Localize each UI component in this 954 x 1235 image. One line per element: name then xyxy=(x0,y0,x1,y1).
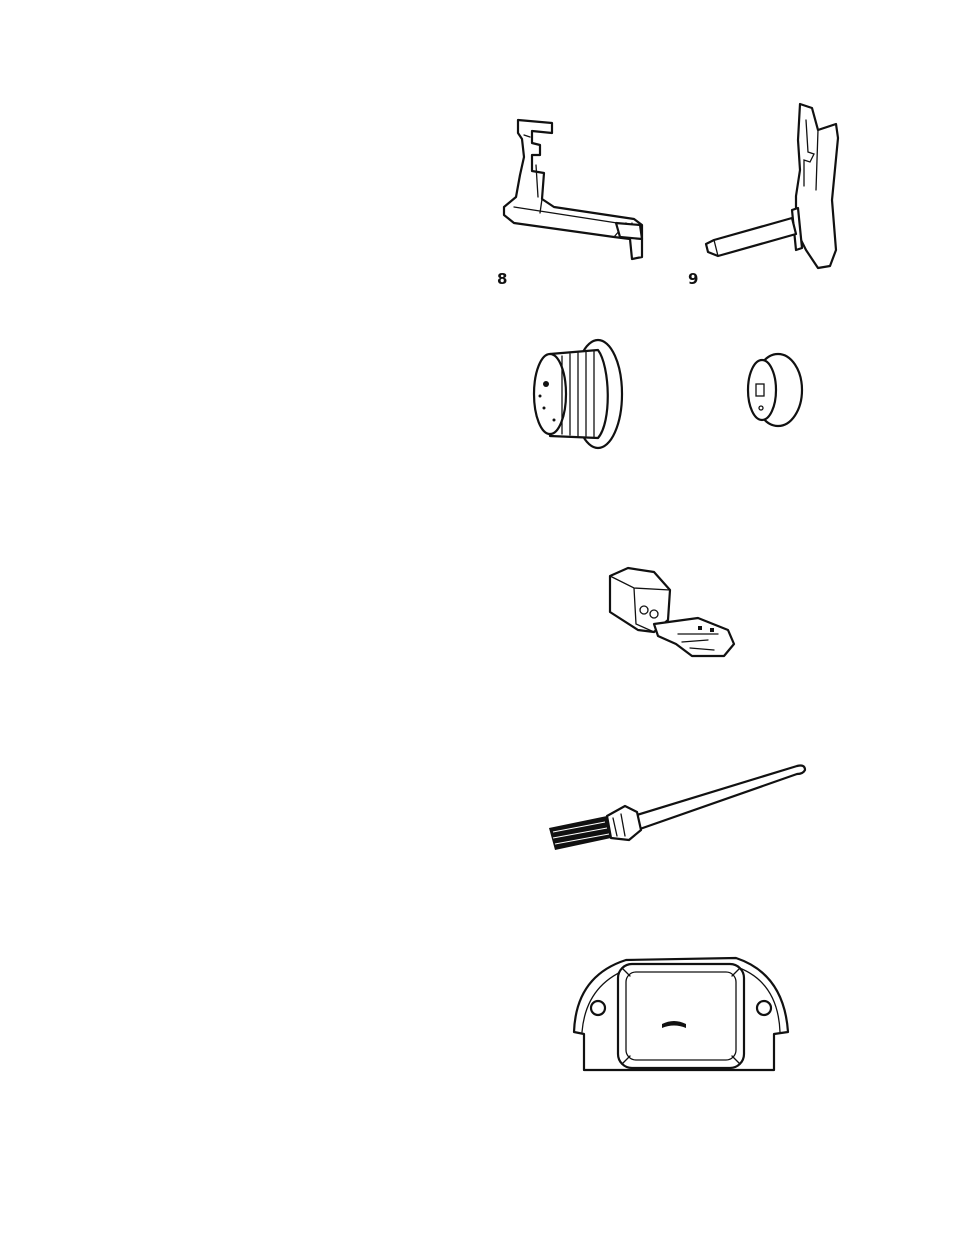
large-spool-cap-illustration xyxy=(528,336,628,452)
figure-9-number: 9 xyxy=(688,272,698,287)
spool-pin-holder-illustration xyxy=(700,100,840,270)
figure-8-number: 8 xyxy=(497,272,507,287)
presser-foot-illustration xyxy=(598,564,740,664)
lint-brush-illustration xyxy=(545,760,809,860)
small-spool-cap-illustration xyxy=(746,350,806,430)
bracket-clip-illustration xyxy=(496,115,661,270)
needle-plate-illustration xyxy=(568,952,792,1076)
